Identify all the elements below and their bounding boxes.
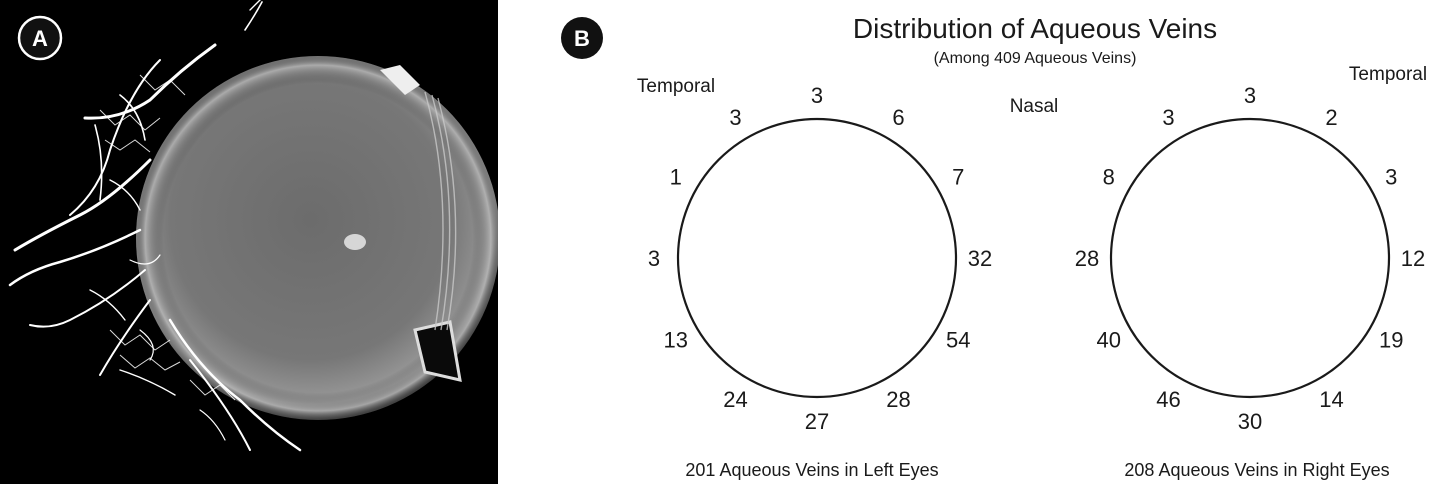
- diagram-title: Distribution of Aqueous Veins: [853, 13, 1217, 44]
- left-eye-caption: 201 Aqueous Veins in Left Eyes: [685, 460, 938, 480]
- right-eye-count-hour-6: 30: [1238, 409, 1262, 434]
- left-eye-count-hour-3: 32: [968, 246, 992, 271]
- left-eye-clock-circle: [676, 117, 958, 399]
- suture-bottom-right: [413, 320, 462, 382]
- panel-a-badge: A: [17, 15, 63, 61]
- suture-top-right: [380, 65, 420, 95]
- right-eye-caption: 208 Aqueous Veins in Right Eyes: [1124, 460, 1389, 480]
- panel-b-label: B: [574, 26, 590, 51]
- right-eye-count-hour-7: 46: [1156, 387, 1180, 412]
- left-eye-count-hour-8: 13: [664, 328, 688, 353]
- right-eye-count-hour-11: 3: [1162, 105, 1174, 130]
- right-eye-count-hour-1: 2: [1325, 105, 1337, 130]
- panel-b-badge-circle: [561, 17, 603, 59]
- right-eye-count-hour-3: 12: [1401, 246, 1425, 271]
- vein-network: [99, 74, 236, 401]
- left-eye-count-hour-4: 54: [946, 328, 970, 353]
- left-eye-count-hour-11: 3: [729, 105, 741, 130]
- corneal-reflex: [344, 234, 366, 250]
- right-reflex-lines: [424, 91, 457, 331]
- right-eye-count-hour-12: 3: [1244, 83, 1256, 108]
- left-eye-count-hour-2: 7: [952, 165, 964, 190]
- panel-a-photo: [0, 0, 498, 484]
- right-eye-count-hour-4: 19: [1379, 328, 1403, 353]
- right-eye-diagram: Temporal 3 2 3 12 19 14 30 46 40 28 8 3 208 Aqueous…: [1075, 64, 1427, 480]
- right-eye-temporal-label: Temporal: [1349, 64, 1427, 85]
- left-eye-count-hour-6: 27: [805, 409, 829, 434]
- left-eye-count-hour-12: 3: [811, 83, 823, 108]
- right-eye-count-hour-10: 8: [1103, 165, 1115, 190]
- panel-b-badge: B: [561, 17, 603, 59]
- left-eye-count-hour-10: 1: [670, 165, 682, 190]
- right-eye-count-hour-2: 3: [1385, 165, 1397, 190]
- left-eye-count-hour-5: 28: [886, 387, 910, 412]
- right-eye-counts: 3 2 3 12 19 14 30 46 40 28 8 3: [1075, 83, 1425, 434]
- panel-a-label: A: [32, 26, 48, 51]
- right-eye-clock-circle: [1109, 117, 1391, 399]
- panel-b: B Distribution of Aqueous Veins (Among 4…: [561, 13, 1427, 480]
- left-eye-count-hour-1: 6: [892, 105, 904, 130]
- left-eye-nasal-label: Nasal: [1010, 96, 1059, 117]
- left-eye-count-hour-9: 3: [648, 246, 660, 271]
- limbus-ring: [136, 56, 498, 420]
- panel-a-badge-circle: [17, 15, 63, 61]
- left-eye-count-hour-7: 24: [723, 387, 747, 412]
- left-eye-temporal-label: Temporal: [637, 76, 715, 97]
- right-eye-count-hour-8: 40: [1097, 328, 1121, 353]
- right-eye-count-hour-9: 28: [1075, 246, 1099, 271]
- diagram-subtitle: (Among 409 Aqueous Veins): [934, 50, 1137, 67]
- right-eye-count-hour-5: 14: [1319, 387, 1343, 412]
